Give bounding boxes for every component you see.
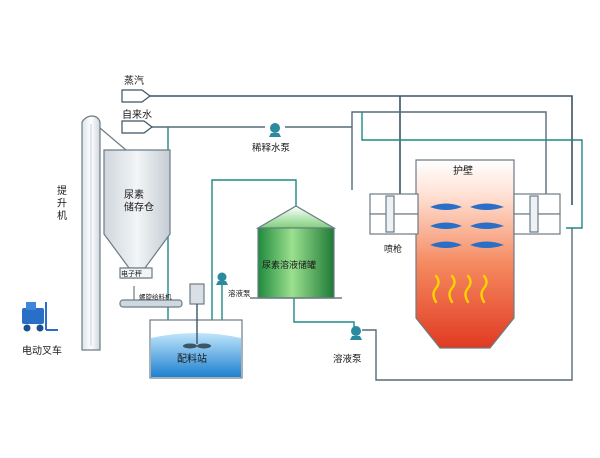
tap-water-inlet-arrow	[121, 120, 153, 134]
dilution-water-pump	[269, 123, 281, 137]
nozzle-label: 喷枪	[384, 243, 402, 255]
flame-icon	[432, 274, 440, 304]
electronic-scale-label: 电子秤	[121, 269, 142, 278]
mixer-to-tank-pipe	[211, 179, 297, 320]
flames	[432, 274, 488, 304]
solution-pump-bottom	[350, 326, 362, 340]
dilution-pump-label: 稀释水泵	[252, 142, 291, 154]
solution-pump-bottom-label: 溶液泵	[333, 353, 362, 365]
dilution-loop-pipe	[361, 112, 583, 229]
solution-pump-left-label: 溶液泵	[228, 288, 251, 298]
spray-jet	[470, 241, 504, 248]
tank-to-pump-pipe	[293, 298, 355, 330]
flame-icon	[448, 274, 456, 304]
steam-label: 蒸汽	[124, 74, 144, 87]
steam-pipe	[150, 95, 573, 196]
electronic-scale	[119, 267, 153, 279]
forklift-icon	[22, 302, 58, 332]
pump-to-furnace-pipe	[362, 228, 573, 381]
spray-nozzles	[430, 203, 504, 248]
mixing-station-label: 配料站	[177, 352, 207, 365]
bucket-elevator	[81, 115, 127, 351]
spray-jet	[430, 203, 462, 210]
flame-icon	[480, 274, 488, 304]
steam-inlet-arrow	[121, 89, 151, 103]
tap-water-label: 自来水	[122, 108, 152, 121]
spray-jet	[430, 222, 462, 229]
flame-icon	[464, 274, 472, 304]
screw-feeder-label: 螺旋给料机	[139, 292, 172, 301]
elevator-label: 提升机	[57, 185, 67, 222]
tap-water-pipe	[152, 111, 547, 196]
mixing-station	[149, 283, 243, 379]
spray-jet	[430, 241, 462, 248]
urea-solution-tank	[250, 205, 342, 299]
screw-feeder	[119, 286, 183, 308]
spray-jet	[470, 203, 504, 210]
forklift-label: 电动叉车	[22, 344, 62, 357]
urea-silo-label: 尿素储存仓	[124, 188, 154, 214]
spray-jet	[470, 222, 504, 229]
furnace-wall-label: 护壁	[453, 164, 473, 177]
storage-tank-label: 尿素溶液储罐	[262, 259, 316, 271]
urea-silo	[103, 149, 171, 279]
solution-pump-left	[216, 272, 228, 285]
